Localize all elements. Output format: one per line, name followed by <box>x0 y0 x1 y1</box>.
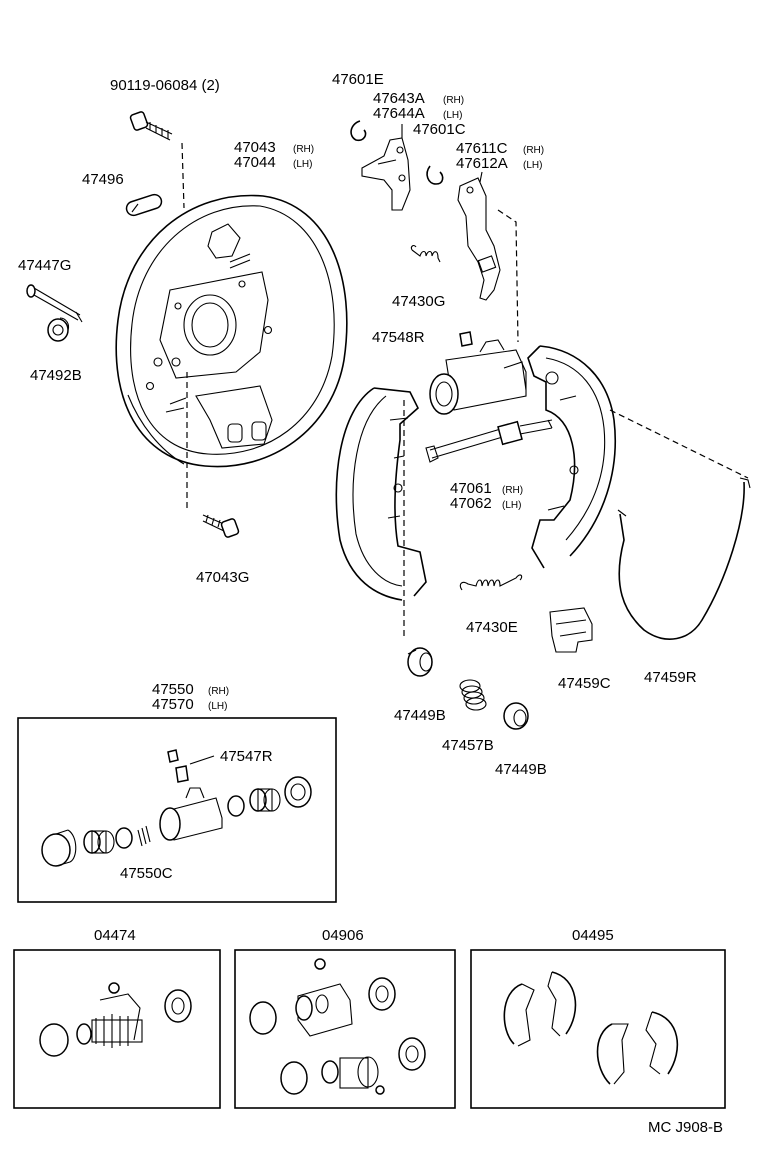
label-47044-lh: (LH) <box>293 159 312 170</box>
label-47550-rh: (RH) <box>208 686 229 697</box>
label-47550: 47550 <box>152 681 194 698</box>
label-47547r: 47547R <box>220 748 273 765</box>
label-47449b-right: 47449B <box>495 761 547 778</box>
cup-47492b-drawing <box>47 317 70 342</box>
label-04495: 04495 <box>572 927 614 944</box>
spring-47430e-drawing <box>459 574 523 591</box>
label-47601c: 47601C <box>413 121 466 138</box>
label-47430g: 47430G <box>392 293 445 310</box>
label-47430e: 47430E <box>466 619 518 636</box>
label-47611c: 47611C <box>456 140 508 157</box>
label-47447g: 47447G <box>18 257 71 274</box>
label-47570-lh: (LH) <box>208 701 227 712</box>
label-diagram-code: MC J908-B <box>648 1119 723 1136</box>
label-47612a: 47612A <box>456 155 508 172</box>
kit-04906-box <box>234 949 456 1109</box>
wheel-cylinder-drawing <box>429 339 527 415</box>
label-04474: 04474 <box>94 927 136 944</box>
label-47496: 47496 <box>82 171 124 188</box>
label-47548r: 47548R <box>372 329 425 346</box>
label-47043-rh: (RH) <box>293 144 314 155</box>
kit-04906-parts <box>249 958 426 1095</box>
right-brake-shoe-drawing <box>527 345 617 569</box>
kit-04474-box <box>13 949 221 1109</box>
label-47459r: 47459R <box>644 669 697 686</box>
kit-04495-parts <box>503 971 679 1085</box>
label-47457b: 47457B <box>442 737 494 754</box>
bolt-90119-drawing <box>129 111 173 141</box>
cylinder-assy-box <box>17 717 337 903</box>
label-47043g: 47043G <box>196 569 249 586</box>
leader-47547r <box>189 755 215 765</box>
spring-47430g-drawing <box>410 245 441 263</box>
leader-cable-dash <box>609 409 749 479</box>
lever-47611c-drawing <box>457 177 501 301</box>
label-47611c-rh: (RH) <box>523 145 544 156</box>
kit-04474-parts <box>39 982 192 1057</box>
plug-47496-drawing <box>125 193 163 217</box>
label-47644a-lh: (LH) <box>443 110 462 121</box>
leader-90119 <box>181 142 185 209</box>
label-47062: 47062 <box>450 495 492 512</box>
label-47570: 47570 <box>152 696 194 713</box>
label-47449b-left: 47449B <box>394 707 446 724</box>
leader-47611c-dash <box>497 209 519 343</box>
label-04906: 04906 <box>322 927 364 944</box>
label-47043: 47043 <box>234 139 276 156</box>
pin-47447g-drawing <box>26 284 83 323</box>
clip-47601e-drawing <box>350 120 367 142</box>
label-47550c: 47550C <box>120 865 173 882</box>
spring-47457b-drawing <box>459 679 487 711</box>
backing-plate-drawing <box>115 194 348 468</box>
label-90119-06084: 90119-06084 (2) <box>110 77 220 94</box>
label-47061: 47061 <box>450 480 492 497</box>
label-47643a-rh: (RH) <box>443 95 464 106</box>
label-47061-rh: (RH) <box>502 485 523 496</box>
lever-47643a-drawing <box>361 137 411 211</box>
kit-04495-box <box>470 949 726 1109</box>
leader-47611c <box>479 171 483 183</box>
cylinder-assy-parts <box>41 749 312 867</box>
retainer-47449b-right-drawing <box>503 702 529 730</box>
label-47643a: 47643A <box>373 90 425 107</box>
bolt-47043g-drawing <box>202 514 240 538</box>
label-47644a: 47644A <box>373 105 425 122</box>
left-brake-shoe-drawing <box>335 387 427 601</box>
clip-47601c-drawing <box>426 165 444 185</box>
label-47612a-lh: (LH) <box>523 160 542 171</box>
label-47492b: 47492B <box>30 367 82 384</box>
strut-47061-drawing <box>425 419 553 463</box>
label-47062-lh: (LH) <box>502 500 521 511</box>
clip-47459c-drawing <box>549 607 593 653</box>
label-47601e: 47601E <box>332 71 384 88</box>
retainer-47449b-left-drawing <box>407 647 433 677</box>
label-47044: 47044 <box>234 154 276 171</box>
cable-47459r-drawing <box>617 477 751 640</box>
bleeder-47548r-drawing <box>459 331 473 347</box>
label-47459c: 47459C <box>558 675 611 692</box>
